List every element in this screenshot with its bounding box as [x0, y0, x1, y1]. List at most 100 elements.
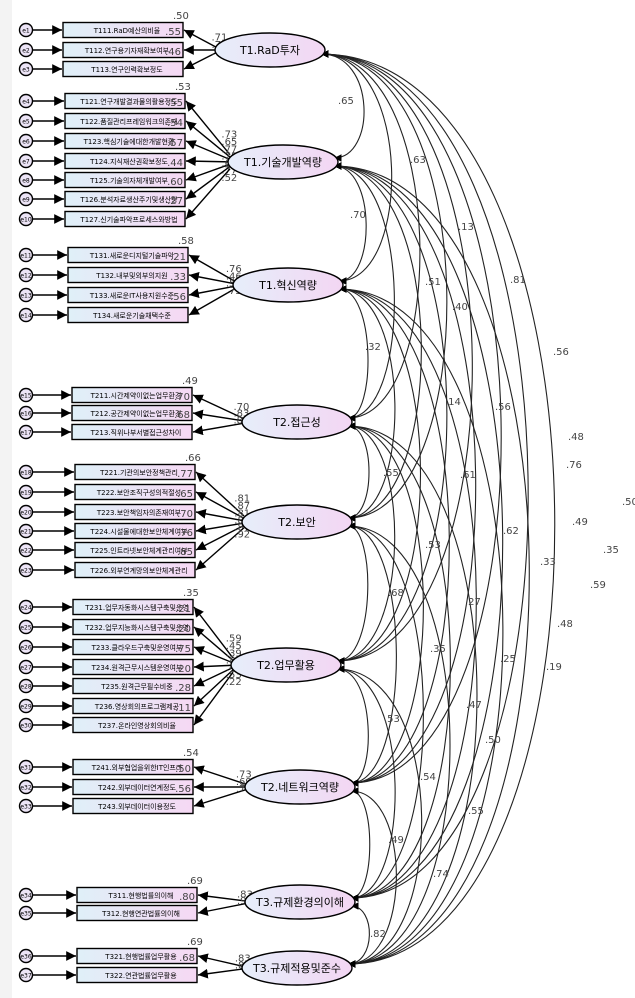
correlation-arc — [347, 422, 424, 787]
correlation-arc — [320, 50, 473, 665]
correlation-arc — [347, 422, 451, 902]
r-squared: .76 — [177, 528, 193, 539]
indicator-box — [76, 886, 198, 904]
indicator-label: T112.연구용기자재확보여부 — [84, 46, 170, 55]
loading-arrow — [183, 29, 218, 49]
correlation-arcs — [320, 50, 556, 968]
loading-arrow — [192, 409, 245, 422]
error-label: e9 — [22, 197, 30, 204]
correlation-arc — [333, 162, 530, 968]
r-squared: .55 — [165, 27, 181, 38]
indicator-box — [62, 41, 184, 59]
loading-arrow — [193, 646, 234, 664]
error-term — [18, 113, 34, 129]
indicator-label: T121.연구개발결과물의활용정도 — [79, 97, 178, 106]
correlation-arc — [320, 50, 556, 968]
error-label: e33 — [20, 804, 32, 811]
loading-value: .87 — [234, 501, 250, 512]
latent-ellipse — [241, 404, 353, 440]
r-squared-top: .50 — [173, 11, 189, 22]
loading-value: .71 — [211, 33, 227, 44]
loading-value: .39 — [226, 648, 242, 659]
r-squared-top: .54 — [183, 748, 199, 759]
error-label: e23 — [20, 568, 32, 575]
loading-arrow — [197, 968, 245, 979]
error-term — [18, 267, 34, 283]
error-term — [18, 639, 34, 655]
latent-label: T1.RaD투자 — [239, 44, 300, 57]
loading-arrow — [185, 165, 231, 200]
r-squared: .44 — [167, 158, 183, 169]
error-term — [18, 484, 34, 500]
indicator-label: T131.새로운디지털기술파악 — [89, 251, 175, 260]
error-label: e8 — [22, 178, 30, 185]
error-label: e10 — [20, 217, 32, 224]
indicator-label: T231.업무자동화시스템구축및운영 — [84, 603, 189, 612]
correlation-value: .47 — [466, 700, 482, 711]
error-label: e3 — [22, 67, 30, 74]
correlation-value: .55 — [383, 468, 399, 479]
indicator-box — [74, 541, 196, 559]
indicator-label: T213.직위나부서별접근성차이 — [90, 428, 182, 437]
error-term — [18, 61, 34, 77]
error-term — [18, 599, 34, 615]
correlation-value: .81 — [510, 275, 526, 286]
correlation-value: .19 — [546, 662, 562, 673]
loading-arrow — [185, 156, 231, 167]
correlation-value: .50 — [622, 497, 635, 508]
indicator-box — [71, 386, 193, 404]
r-squared: .20 — [175, 624, 191, 635]
correlation-value: .65 — [338, 96, 354, 107]
indicator-box — [72, 797, 194, 815]
correlation-arc — [338, 285, 450, 787]
correlation-value: .49 — [388, 835, 404, 846]
r-squared: .60 — [167, 177, 183, 188]
indicator-box — [74, 522, 196, 540]
error-term — [18, 387, 34, 403]
error-label: e5 — [22, 119, 30, 126]
latent-ellipse — [214, 32, 326, 68]
error-term — [18, 698, 34, 714]
error-label: e29 — [20, 704, 32, 711]
indicator-label: T223.보안책임자의존재여부 — [96, 508, 182, 517]
loading-arrow — [197, 891, 248, 902]
correlation-arc — [320, 50, 448, 522]
error-term — [18, 211, 34, 227]
loading-arrow — [185, 163, 231, 182]
error-label: e4 — [22, 99, 30, 106]
latent-label: T1.기술개발역량 — [243, 156, 322, 169]
error-label: e13 — [20, 293, 32, 300]
indicator-box — [72, 697, 194, 715]
correlation-arc — [338, 285, 369, 422]
correlation-value: .49 — [572, 517, 588, 528]
r-squared: .56 — [170, 292, 186, 303]
error-label: e27 — [20, 665, 32, 672]
correlation-arc — [338, 285, 396, 522]
loading-arrow — [185, 140, 231, 161]
error-label: e1 — [22, 28, 30, 35]
error-term — [18, 464, 34, 480]
correlation-value: .27 — [465, 597, 481, 608]
error-term — [18, 905, 34, 921]
error-label: e30 — [20, 723, 32, 730]
indicator-label: T226.외부연계망의보안체계관리 — [89, 566, 187, 575]
loading-value: .77 — [221, 166, 237, 177]
error-label: e17 — [20, 430, 32, 437]
correlation-value: .76 — [566, 460, 582, 471]
indicator-box — [67, 246, 189, 264]
latent-ellipse — [244, 769, 356, 805]
error-term — [18, 759, 34, 775]
error-term — [18, 717, 34, 733]
indicator-label: T236.영상회의프로그램제공 — [94, 702, 180, 711]
loading-arrow — [188, 254, 236, 283]
correlation-value: .32 — [365, 342, 381, 353]
error-term — [18, 659, 34, 675]
loading-arrow — [193, 606, 234, 659]
indicator-label: T232.업무지능화시스템구축및운영 — [84, 623, 189, 632]
error-label: e28 — [20, 684, 32, 691]
loading-arrow — [188, 287, 236, 316]
